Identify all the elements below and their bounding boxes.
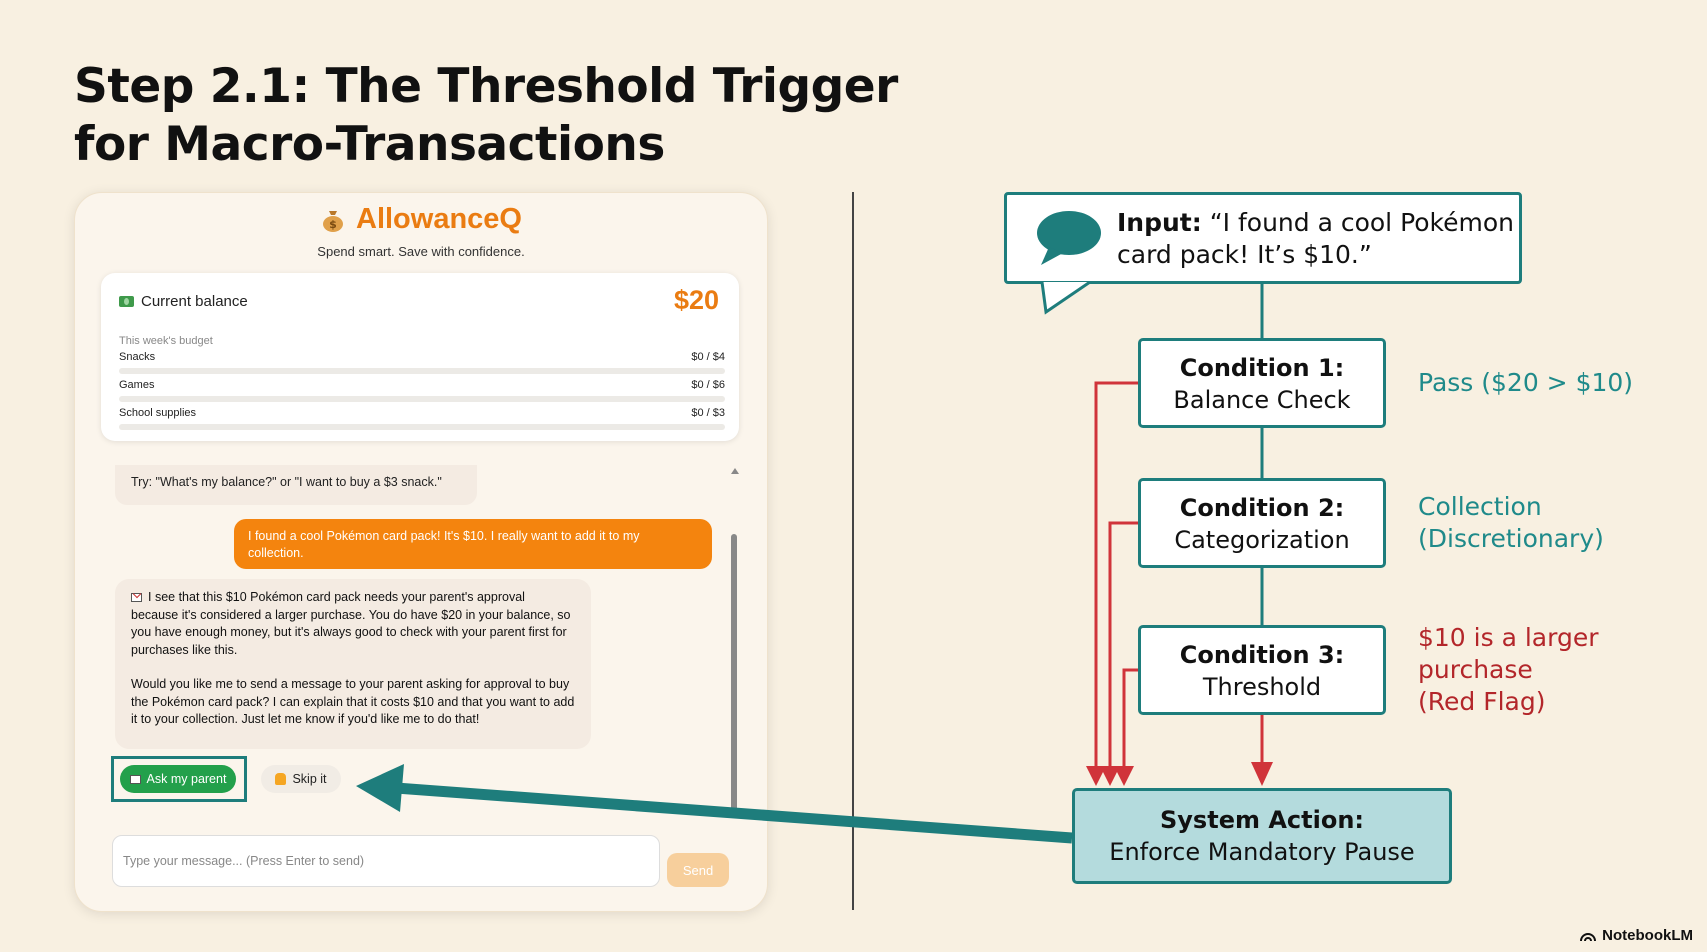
condition-title: Condition 2: bbox=[1179, 494, 1345, 522]
arrowhead-2 bbox=[1100, 766, 1120, 786]
input-label: Input: bbox=[1117, 208, 1202, 237]
arrowhead-4 bbox=[1251, 762, 1273, 786]
brand-name: NotebookLM bbox=[1602, 927, 1693, 944]
balance-label-row: Current balance bbox=[119, 293, 248, 310]
result-line: (Discretionary) bbox=[1418, 524, 1604, 553]
balance-panel: Current balance $20 This week's budget S… bbox=[101, 273, 739, 441]
ask-parent-button[interactable]: Ask my parent bbox=[120, 765, 236, 793]
condition-1-node: Condition 1: Balance Check bbox=[1138, 338, 1386, 428]
budget-name: School supplies bbox=[119, 407, 197, 419]
assistant-paragraph-1: I see that this $10 Pokémon card pack ne… bbox=[131, 590, 571, 657]
app-header: $ AllowanceQ Spend smart. Save with conf… bbox=[75, 203, 767, 259]
red-arrowheads bbox=[1086, 762, 1273, 786]
budget-progress-bar bbox=[119, 424, 725, 430]
budget-row-games: Games $0 / $6 bbox=[119, 379, 725, 409]
condition-name: Threshold bbox=[1202, 673, 1322, 701]
skip-button[interactable]: Skip it bbox=[261, 765, 341, 793]
hand-icon bbox=[275, 773, 287, 785]
input-text: Input: “I found a cool Pokémon card pack… bbox=[1117, 207, 1517, 271]
notebooklm-logo-icon bbox=[1580, 932, 1597, 941]
action-text: Enforce Mandatory Pause bbox=[1109, 838, 1415, 866]
arrowhead-1 bbox=[1086, 766, 1106, 786]
scroll-thumb[interactable] bbox=[731, 534, 737, 812]
result-line: Collection bbox=[1418, 492, 1542, 521]
budget-progress-bar bbox=[119, 368, 725, 374]
allowance-app-window: $ AllowanceQ Spend smart. Save with conf… bbox=[74, 192, 768, 912]
budget-value: $0 / $3 bbox=[691, 407, 725, 419]
scroll-up-arrow-icon[interactable] bbox=[731, 468, 739, 474]
arrow-cond2-to-action bbox=[1108, 521, 1138, 768]
condition-name: Categorization bbox=[1174, 526, 1350, 554]
vertical-divider bbox=[852, 192, 854, 910]
condition-1-result: Pass ($20 > $10) bbox=[1418, 367, 1633, 399]
budget-name: Games bbox=[119, 379, 155, 391]
budget-row-school-supplies: School supplies $0 / $3 bbox=[119, 407, 725, 437]
result-line: $10 is a larger bbox=[1418, 623, 1599, 652]
condition-title: Condition 1: bbox=[1179, 354, 1345, 382]
slide-title: Step 2.1: The Threshold Trigger for Macr… bbox=[74, 58, 898, 174]
assistant-paragraph-2: Would you like me to send a message to y… bbox=[131, 677, 575, 726]
result-line: Pass ($20 > $10) bbox=[1418, 368, 1634, 397]
arrow-cond3-to-action bbox=[1122, 668, 1138, 768]
budget-name: Snacks bbox=[119, 351, 156, 363]
condition-2-node: Condition 2: Categorization bbox=[1138, 478, 1386, 568]
budget-caption: This week's budget bbox=[119, 335, 213, 347]
envelope-icon bbox=[129, 774, 141, 784]
user-message: I found a cool Pokémon card pack! It's $… bbox=[234, 519, 712, 569]
chat-scrollbar[interactable] bbox=[729, 468, 739, 816]
ask-parent-highlight bbox=[111, 756, 247, 802]
title-line-1: Step 2.1: The Threshold Trigger bbox=[74, 59, 898, 114]
result-line: (Red Flag) bbox=[1418, 687, 1546, 716]
budget-row-snacks: Snacks $0 / $4 bbox=[119, 351, 725, 381]
hint-message: Try: "What's my balance?" or "I want to … bbox=[115, 465, 477, 505]
assistant-message: I see that this $10 Pokémon card pack ne… bbox=[115, 579, 591, 749]
message-input[interactable] bbox=[112, 835, 660, 887]
app-name: AllowanceQ bbox=[356, 203, 522, 235]
input-quote: “I found a cool Pokémon card pack! It’s … bbox=[1117, 208, 1515, 269]
send-button[interactable]: Send bbox=[667, 853, 729, 887]
skip-label: Skip it bbox=[292, 772, 327, 786]
budget-value: $0 / $6 bbox=[691, 379, 725, 391]
condition-2-result: Collection (Discretionary) bbox=[1418, 491, 1658, 555]
balance-amount: $20 bbox=[673, 285, 719, 315]
condition-3-result: $10 is a larger purchase (Red Flag) bbox=[1418, 622, 1658, 718]
ask-parent-label: Ask my parent bbox=[146, 772, 227, 786]
condition-name: Balance Check bbox=[1173, 386, 1351, 414]
condition-3-node: Condition 3: Threshold bbox=[1138, 625, 1386, 715]
envelope-icon bbox=[131, 593, 142, 602]
notebooklm-brand: NotebookLM bbox=[1580, 927, 1693, 944]
svg-text:$: $ bbox=[329, 218, 337, 231]
money-bag-icon: $ bbox=[323, 210, 343, 232]
system-action-node: System Action: Enforce Mandatory Pause bbox=[1072, 788, 1452, 884]
input-node: Input: “I found a cool Pokémon card pack… bbox=[1004, 192, 1522, 284]
app-tagline: Spend smart. Save with confidence. bbox=[317, 243, 525, 259]
arrow-cond1-to-action bbox=[1094, 381, 1138, 768]
budget-progress-bar bbox=[119, 396, 725, 402]
speech-bubble-icon bbox=[1037, 211, 1101, 265]
action-title: System Action: bbox=[1160, 806, 1364, 834]
title-line-2: for Macro-Transactions bbox=[74, 117, 665, 172]
speech-tail-icon bbox=[1040, 282, 1091, 315]
budget-value: $0 / $4 bbox=[691, 351, 725, 363]
condition-title: Condition 3: bbox=[1179, 641, 1345, 669]
balance-label: Current balance bbox=[141, 293, 248, 310]
result-line: purchase bbox=[1418, 655, 1533, 684]
arrowhead-3 bbox=[1114, 766, 1134, 786]
cash-icon bbox=[119, 296, 134, 307]
app-brand: $ AllowanceQ bbox=[320, 203, 522, 236]
